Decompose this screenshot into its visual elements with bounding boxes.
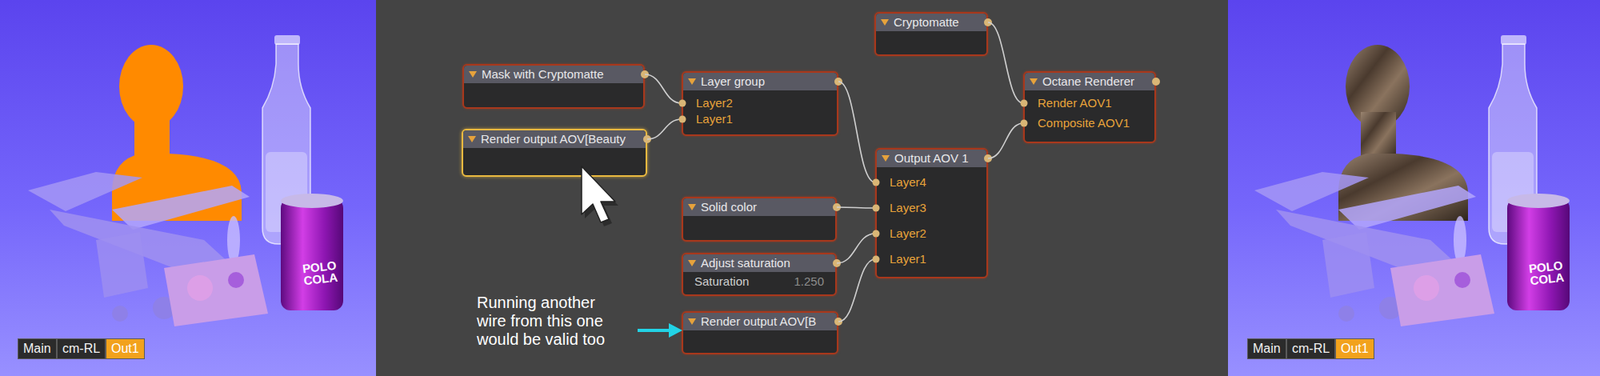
view-tab: Main [17, 338, 57, 360]
node-title: Solid color [700, 200, 757, 215]
cursor-arrow [581, 166, 616, 223]
node-title: Cryptomatte [893, 15, 960, 30]
input-port-dot [872, 179, 880, 187]
input-port-dot [679, 100, 687, 108]
input-port-dot [872, 256, 880, 264]
output-port-dot [643, 135, 652, 144]
node-box: Render output AOV[Beauty [461, 128, 648, 177]
view-tab: Out1 [105, 338, 145, 360]
node-box: Mask with Cryptomatte [462, 64, 645, 109]
collapse-triangle-shape [880, 19, 889, 26]
node-title: Adjust saturation [700, 256, 791, 271]
mouse-cursor [581, 166, 619, 227]
collapse-triangle-shape [688, 78, 696, 85]
view-tab: Out1 [1335, 338, 1375, 360]
collapse-triangle-shape [881, 155, 890, 162]
wire [836, 207, 876, 208]
can-logo: POLO COLA [1524, 258, 1569, 287]
port-label: Layer4 [889, 175, 927, 190]
collapse-triangle [688, 78, 696, 86]
port-label: Layer1 [696, 112, 733, 127]
collapse-triangle [1029, 78, 1038, 86]
collapse-triangle-shape [468, 136, 476, 143]
node-box: Render output AOV[B [681, 311, 839, 355]
collapse-triangle-shape [688, 204, 696, 211]
callout-arrow [637, 328, 672, 332]
collapse-triangle [468, 71, 477, 79]
output-port-dot [640, 70, 649, 79]
node-box: Solid color [681, 196, 837, 242]
wire [838, 81, 876, 183]
output-port-dot [832, 259, 841, 268]
node-title: Mask with Cryptomatte [481, 67, 604, 82]
collapse-triangle [688, 260, 696, 268]
input-port-dot [872, 204, 880, 212]
input-port-dot [1020, 120, 1028, 128]
graph-panel [376, 0, 1228, 376]
node-title: Octane Renderer [1042, 74, 1135, 89]
render-panel [0, 0, 376, 376]
output-port-dot [1152, 77, 1160, 86]
port-label: Composite AOV1 [1037, 116, 1130, 131]
input-port-dot [679, 116, 687, 124]
collapse-triangle-shape [688, 318, 696, 325]
node-title: Layer group [700, 74, 765, 89]
port-label: Layer2 [889, 226, 927, 241]
node-title: Output AOV 1 [894, 151, 969, 166]
collapse-triangle [880, 19, 889, 27]
collapse-triangle [688, 204, 696, 212]
wire [647, 119, 682, 140]
input-port-dot [872, 230, 880, 238]
node-box: Output AOV 1 Layer4Layer3Layer2Layer1 [875, 148, 988, 279]
node-box: Octane RendererRender AOV1Composite AOV1 [1023, 71, 1156, 144]
view-tab: Main [1247, 338, 1287, 360]
render-scene [28, 35, 344, 327]
wire [644, 74, 682, 104]
callout-note: Running another wire from this one would… [476, 293, 623, 349]
wire [836, 233, 876, 264]
collapse-triangle-shape [688, 260, 696, 267]
node-title: Render output AOV[Beauty [480, 132, 626, 147]
wire [988, 123, 1024, 159]
port-label: 1.250 [793, 274, 824, 289]
output-port-dot [984, 154, 992, 163]
collapse-triangle-shape [468, 71, 477, 78]
port-label: Saturation [694, 274, 749, 289]
port-label: Render AOV1 [1037, 96, 1112, 111]
collapse-triangle-shape [1029, 78, 1038, 85]
node-box: Layer groupLayer2Layer1 [681, 71, 839, 136]
callout-arrowhead [668, 323, 683, 338]
render-scene [1254, 35, 1570, 327]
input-port-dot [1020, 100, 1028, 108]
output-port-dot [984, 18, 992, 27]
node-box: Adjust saturationSaturation 1.250 [681, 252, 837, 296]
view-tab: cm-RL [1286, 338, 1336, 360]
cursor-shadow [584, 170, 619, 227]
collapse-triangle [881, 155, 890, 163]
collapse-triangle [468, 136, 476, 144]
wire [988, 22, 1024, 104]
wire [838, 259, 876, 322]
view-tab: cm-RL [56, 338, 106, 360]
port-label: Layer3 [889, 200, 927, 216]
node-title: Render output AOV[B [700, 314, 816, 329]
output-port-dot [834, 317, 843, 326]
port-label: Layer1 [889, 252, 927, 267]
node-box: Cryptomatte [874, 12, 988, 56]
output-port-dot [834, 77, 843, 86]
can-logo: POLO COLA [298, 258, 343, 287]
collapse-triangle [688, 318, 696, 326]
render-panel [1228, 0, 1600, 376]
output-port-dot [832, 203, 841, 212]
port-label: Layer2 [696, 96, 733, 111]
